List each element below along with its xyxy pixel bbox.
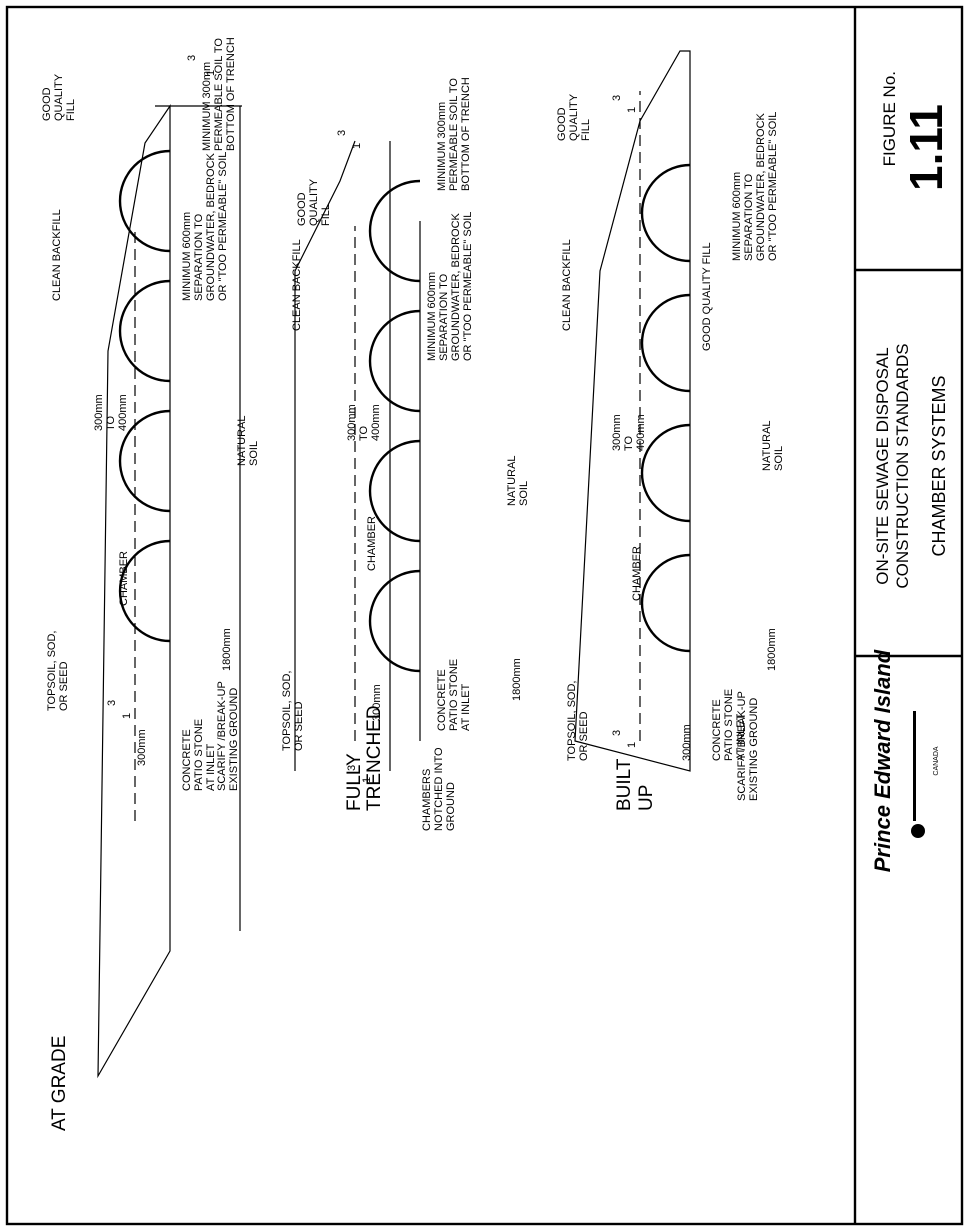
svg-text:SCARIFY /BREAK-UPEXISTING GROU: SCARIFY /BREAK-UPEXISTING GROUND — [216, 681, 240, 791]
clean-backfill-label: CLEAN BACKFILL — [291, 239, 303, 331]
slope-run-right: 3 — [611, 95, 623, 101]
chamber — [368, 179, 421, 283]
rotated-content: FIGURE No. 1.11 ON-SITE SEWAGE DISPOSAL … — [41, 37, 952, 1131]
slope-run-right: 3 — [336, 130, 348, 136]
svg-text:CONCRETEPATIO STONEAT INLET: CONCRETEPATIO STONEAT INLET — [436, 659, 472, 731]
chamber-label: CHAMBER — [631, 546, 643, 601]
standard-line-2: CONSTRUCTION STANDARDS — [893, 343, 912, 588]
pei-logo: Prince Edward Island CANADA — [870, 649, 940, 872]
good-fill-long-label: GOOD QUALITY FILL — [701, 242, 713, 351]
section-title: AT GRADE — [49, 1036, 70, 1131]
chamber — [118, 409, 171, 513]
section-at-grade: AT GRADE TOPSOIL, SOD,OR SEED CHAMBER 30… — [41, 37, 260, 1131]
sheet-border — [5, 5, 964, 1226]
svg-text:NATURALSOIL: NATURALSOIL — [506, 455, 530, 506]
slope-rise: 1 — [626, 742, 638, 748]
logo-text: Prince Edward Island — [870, 649, 895, 872]
chambers — [118, 149, 171, 643]
chamber — [640, 293, 691, 393]
clean-backfill-label: CLEAN BACKFILL — [561, 239, 573, 331]
chambers — [368, 179, 421, 673]
slope-rise: 1 — [361, 777, 373, 783]
chamber — [640, 553, 691, 653]
subject-title: CHAMBER SYSTEMS — [929, 375, 949, 556]
chamber — [368, 309, 421, 413]
svg-text:MINIMUM 600mmSEPARATION TOGROU: MINIMUM 600mmSEPARATION TOGROUNDWATER, B… — [181, 152, 229, 301]
svg-text:300mmTO400mm: 300mmTO400mm — [93, 394, 129, 431]
chamber — [118, 149, 171, 253]
figure-label: FIGURE No. — [880, 71, 899, 166]
chamber-label: CHAMBER — [118, 551, 130, 606]
svg-text:CHAMBERSNOTCHED INTOGROUND: CHAMBERSNOTCHED INTOGROUND — [421, 747, 457, 831]
section-title-line-2: TRENCHED — [364, 705, 385, 811]
svg-text:CONCRETEPATIO STONEAT INLET: CONCRETEPATIO STONEAT INLET — [711, 689, 747, 761]
slope-rise-right: 1 — [626, 107, 638, 113]
svg-text:GOODQUALITYFILL: GOODQUALITYFILL — [41, 73, 77, 121]
svg-text:GOODQUALITYFILL: GOODQUALITYFILL — [556, 93, 592, 141]
svg-text:SCARIFY /BREAK-UPEXISTING GROU: SCARIFY /BREAK-UPEXISTING GROUND — [736, 691, 760, 801]
spacing-label: 1800mm — [511, 658, 523, 701]
svg-text:TOPSOIL, SOD,OR SEED: TOPSOIL, SOD,OR SEED — [46, 631, 70, 712]
title-block: FIGURE No. 1.11 ON-SITE SEWAGE DISPOSAL … — [870, 71, 952, 872]
svg-text:GOODQUALITYFILL: GOODQUALITYFILL — [296, 178, 332, 226]
chamber — [368, 439, 421, 543]
section-built-up: BUILT UP TOPSOIL, SOD,OR SEED CHAMBER 30… — [556, 50, 785, 811]
chamber-label: CHAMBER — [366, 516, 378, 571]
standard-line-1: ON-SITE SEWAGE DISPOSAL — [873, 347, 892, 584]
svg-text:MINIMUM 600mmSEPARATION TOGROU: MINIMUM 600mmSEPARATION TOGROUNDWATER, B… — [731, 112, 779, 261]
logo-tree-icon — [911, 824, 925, 838]
chamber — [640, 423, 691, 523]
slope-rise: 1 — [205, 70, 217, 76]
svg-text:MINIMUM 600mmSEPARATION TOGROU: MINIMUM 600mmSEPARATION TOGROUNDWATER, B… — [426, 212, 474, 361]
svg-text:300mmTO400mm: 300mmTO400mm — [346, 404, 382, 441]
logo-country: CANADA — [933, 746, 940, 776]
chamber — [118, 539, 171, 643]
spacing-label: 1800mm — [766, 628, 778, 671]
slope-run: 3 — [611, 730, 623, 736]
cover-label: 300mm — [681, 724, 693, 761]
section-title-line-1: BUILT — [614, 758, 635, 811]
slope-run: 3 — [186, 55, 198, 61]
slope-run: 3 — [346, 765, 358, 771]
svg-text:MINIMUM 300mmPERMEABLE SOIL TO: MINIMUM 300mmPERMEABLE SOIL TOBOTTOM OF … — [436, 77, 472, 191]
svg-text:TOPSOIL, SOD,OR SEED: TOPSOIL, SOD,OR SEED — [566, 681, 590, 762]
chamber — [640, 163, 691, 263]
svg-text:TOPSOIL, SOD,OR SEED: TOPSOIL, SOD,OR SEED — [281, 671, 305, 752]
slope-rise-right: 1 — [351, 143, 363, 149]
svg-text:MINIMUM 300mmPERMEABLE SOIL TO: MINIMUM 300mmPERMEABLE SOIL TOBOTTOM OF … — [201, 37, 237, 151]
slope-run-left: 3 — [106, 700, 118, 706]
svg-text:300mmTO400mm: 300mmTO400mm — [611, 414, 647, 451]
svg-text:NATURALSOIL: NATURALSOIL — [236, 415, 260, 466]
slope-rise-left: 1 — [121, 713, 133, 719]
chambers — [640, 163, 691, 653]
clean-backfill-label: CLEAN BACKFILL — [51, 209, 63, 301]
chamber — [368, 569, 421, 673]
spacing-label: 1800mm — [221, 628, 233, 671]
chamber — [118, 279, 171, 383]
section-fully-trenched: FULLY TRENCHED TOPSOIL, SOD,OR SEED CHAM… — [281, 77, 530, 831]
svg-text:NATURALSOIL: NATURALSOIL — [761, 420, 785, 471]
figure-number: 1.11 — [900, 104, 952, 191]
section-title-line-1: FULLY — [344, 753, 365, 811]
section-title-line-2: UP — [636, 785, 657, 811]
svg-text:CONCRETEPATIO STONEAT INLET: CONCRETEPATIO STONEAT INLET — [181, 719, 217, 791]
cover-label: 300mm — [371, 684, 383, 721]
cover-label: 300mm — [136, 729, 148, 766]
